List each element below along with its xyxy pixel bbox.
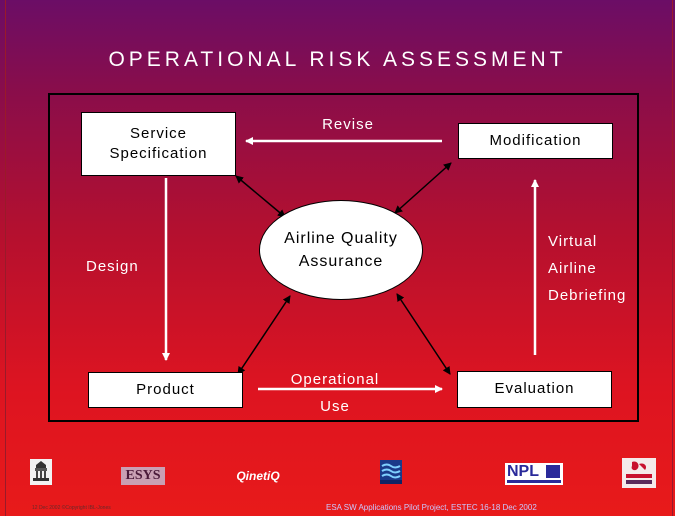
virtual-debriefing-label: Virtual Airline Debriefing — [548, 233, 627, 304]
slide-frame — [5, 0, 673, 516]
esys-logo: ESYS — [121, 467, 165, 485]
met-office-logo — [380, 460, 402, 484]
npl-logo: NPL — [505, 463, 563, 485]
operational-use-label: Operational Use — [290, 371, 380, 415]
npl-logo-text: NPL — [507, 463, 539, 480]
center-to-service-arrow — [235, 175, 286, 218]
evaluation-box: Evaluation — [457, 371, 612, 408]
virgin-atlantic-logo — [622, 458, 656, 488]
modification-box: Modification — [458, 123, 613, 159]
center-to-product-arrow — [237, 295, 291, 375]
slide-title: OPERATIONAL RISK ASSESSMENT — [108, 48, 567, 71]
evaluation-label: Evaluation — [494, 380, 575, 398]
design-label: Design — [86, 258, 139, 275]
center-to-modification-arrow — [394, 162, 452, 214]
airline-quality-assurance-node: Airline Quality Assurance — [259, 200, 423, 300]
qinetiq-logo-text: QinetiQ — [236, 469, 280, 483]
product-box: Product — [88, 372, 243, 408]
airline-quality-assurance-label: Airline Quality Assurance — [284, 229, 398, 270]
service-specification-label: Service Specification — [109, 124, 208, 162]
modification-label: Modification — [489, 131, 582, 149]
revise-label: Revise — [322, 116, 374, 133]
product-label: Product — [136, 380, 195, 398]
diagram-panel — [48, 93, 639, 422]
service-specification-box: Service Specification — [81, 112, 236, 176]
footer-copyright: 12 Dec 2002 ©Copyright IBL-Jones — [32, 505, 111, 511]
footer-event: ESA SW Applications Pilot Project, ESTEC… — [326, 503, 537, 512]
ucl-crest-logo — [30, 459, 52, 485]
center-to-evaluation-arrow — [396, 293, 451, 375]
qinetiq-logo: QinetiQ — [232, 468, 284, 484]
esys-logo-text: ESYS — [125, 468, 161, 483]
